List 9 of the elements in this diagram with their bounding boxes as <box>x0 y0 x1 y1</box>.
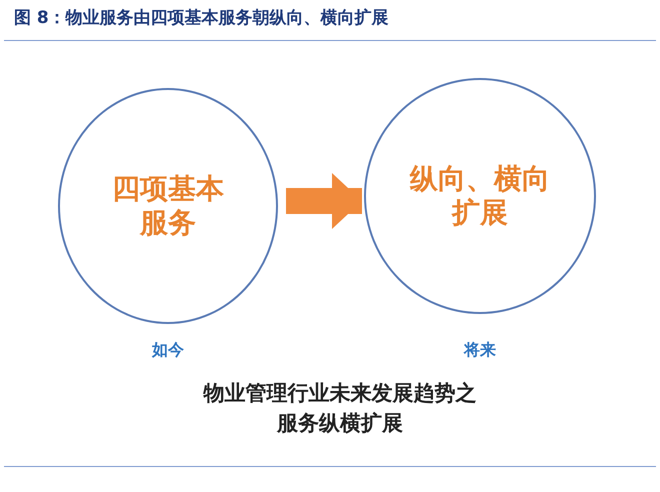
time-label: 如今 <box>150 339 185 361</box>
circle <box>58 88 278 324</box>
caption: 物业管理行业未来发展趋势之服务纵横扩展 <box>202 380 478 437</box>
node-text: 四项基本服务 <box>111 172 225 240</box>
node-text: 纵向、横向扩展 <box>408 162 551 230</box>
arrow <box>286 173 362 229</box>
figure-title: 图 8：物业服务由四项基本服务朝纵向、横向扩展 <box>14 7 389 30</box>
time-label: 将来 <box>462 339 497 361</box>
circle <box>364 78 596 314</box>
